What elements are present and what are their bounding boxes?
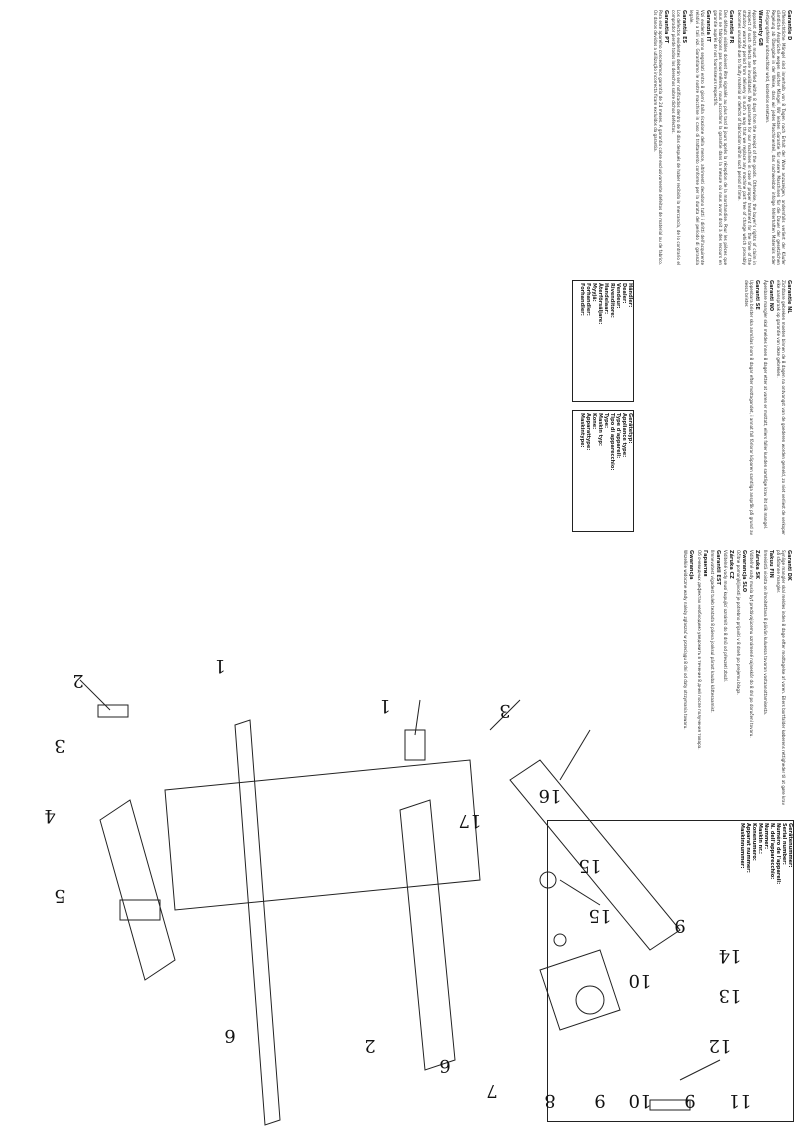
field-label: Kone: bbox=[591, 413, 597, 430]
field-label: Maskintype: bbox=[579, 413, 585, 448]
part-number-3: 3 bbox=[54, 735, 65, 756]
leader-line bbox=[79, 679, 111, 711]
motor-plate bbox=[509, 759, 681, 951]
heading: Garantia PT bbox=[662, 10, 669, 44]
heading: Garantie NL bbox=[786, 280, 792, 314]
dealer-field-list: Händler: Dealer: Vendeur: Rivenditore: H… bbox=[572, 280, 634, 402]
bracket bbox=[97, 704, 129, 718]
leg-part bbox=[99, 799, 176, 981]
bracket bbox=[649, 1099, 691, 1111]
part-number-9: 9 bbox=[674, 915, 685, 936]
pulley bbox=[553, 933, 567, 947]
paragraph: Des défauts visibles doivent être signal… bbox=[712, 10, 729, 265]
paragraph: Apparent defects must be notified within… bbox=[736, 10, 758, 265]
part-number-6: 6 bbox=[439, 1055, 450, 1076]
exploded-view-diagram: 2 1 1 3 3 4 5 16 17 15 15 9 14 10 13 12 … bbox=[44, 655, 752, 1126]
leader-line bbox=[414, 699, 421, 736]
part-number-7: 7 bbox=[486, 1080, 497, 1101]
part-number-10: 10 bbox=[629, 970, 652, 991]
part-number-5: 5 bbox=[54, 885, 65, 906]
part-number-2: 2 bbox=[72, 670, 83, 691]
part-number-15: 15 bbox=[579, 855, 602, 876]
field-label: Återförsäljare: bbox=[597, 283, 603, 325]
part-number-2: 2 bbox=[364, 1035, 375, 1056]
pulley bbox=[575, 985, 605, 1015]
paragraph: Vizi evidenti vanno segnalati entro 8 gi… bbox=[689, 10, 705, 265]
paragraph: Los defectos evidentes deberán ser notif… bbox=[670, 10, 682, 265]
heading: Garantie FR bbox=[728, 10, 735, 44]
field-label: Dealer: bbox=[621, 283, 627, 304]
paragraph: Zichtbare gebreken moeten binnen de 8 da… bbox=[775, 280, 786, 535]
part-number-14: 14 bbox=[719, 945, 742, 966]
part-number-3: 3 bbox=[499, 700, 510, 721]
leader-line bbox=[489, 699, 521, 731]
field-label: Myyjä: bbox=[591, 283, 597, 302]
part-number-17: 17 bbox=[459, 810, 482, 831]
part-number-1: 1 bbox=[379, 695, 390, 716]
field-label: Type d'appareil: bbox=[615, 413, 621, 459]
part-number-12: 12 bbox=[709, 1035, 732, 1056]
paragraph: Åpenbare mangler skal meldes innen 8 dag… bbox=[762, 280, 768, 530]
field-label: Vendeur: bbox=[615, 283, 621, 309]
warranty-column-2: Garantie NL Zichtbare gebreken moeten bi… bbox=[572, 280, 794, 535]
bracket bbox=[119, 899, 161, 921]
field-label: Apparattype: bbox=[585, 413, 591, 451]
heading: Warranty GB bbox=[757, 10, 764, 46]
leader-line bbox=[679, 1059, 721, 1081]
field-label: Forhandler: bbox=[579, 283, 585, 316]
paragraph: Para este aparelho concedemos garantia d… bbox=[652, 10, 663, 265]
field-label: Tipo di apparecchio: bbox=[609, 413, 615, 471]
field-label: Forhandler: bbox=[585, 283, 591, 316]
field-label: Maskin typ: bbox=[597, 413, 603, 446]
field-label: Gerätetyp: bbox=[627, 413, 633, 444]
paragraph: Uppenbara brister ska anmälas inom 8 dag… bbox=[744, 280, 755, 535]
heading: Garanti SE bbox=[754, 280, 761, 310]
frame-rail bbox=[164, 759, 481, 911]
leg-part bbox=[234, 719, 281, 1126]
warranty-column-1: Garantie D Offensichtliche Mängel sind i… bbox=[652, 10, 794, 265]
field-label: Handelaar: bbox=[603, 283, 609, 315]
part-number-9: 9 bbox=[684, 1090, 695, 1111]
motor-housing bbox=[539, 949, 621, 1031]
field-label: Appliance type: bbox=[621, 413, 627, 458]
heading: Garanti NO bbox=[767, 280, 774, 312]
heading: Garantie D bbox=[786, 10, 792, 41]
part-number-9: 9 bbox=[594, 1090, 605, 1111]
pulley bbox=[539, 871, 557, 889]
field-label: Rivenditore: bbox=[609, 283, 615, 318]
part-number-13: 13 bbox=[719, 985, 742, 1006]
part-number-16: 16 bbox=[539, 785, 562, 806]
part-number-1: 1 bbox=[214, 655, 225, 676]
paragraph: Offensichtliche Mängel sind innerhalb vo… bbox=[765, 10, 786, 265]
heading: Garanzia IT bbox=[704, 10, 711, 42]
part-number-10: 10 bbox=[629, 1090, 652, 1111]
heading: Garantía ES bbox=[681, 10, 688, 44]
part-number-8: 8 bbox=[544, 1090, 555, 1111]
leader-line bbox=[559, 879, 601, 906]
appliance-field-list: Gerätetyp: Appliance type: Type d'appare… bbox=[572, 410, 634, 532]
part-number-11: 11 bbox=[729, 1090, 752, 1111]
part-number-4: 4 bbox=[44, 805, 55, 826]
leg-part bbox=[399, 799, 456, 1071]
field-label: Händler: bbox=[627, 283, 633, 308]
leader-line bbox=[559, 729, 591, 781]
bracket bbox=[404, 729, 426, 761]
part-number-15: 15 bbox=[589, 905, 612, 926]
part-number-6: 6 bbox=[224, 1025, 235, 1046]
